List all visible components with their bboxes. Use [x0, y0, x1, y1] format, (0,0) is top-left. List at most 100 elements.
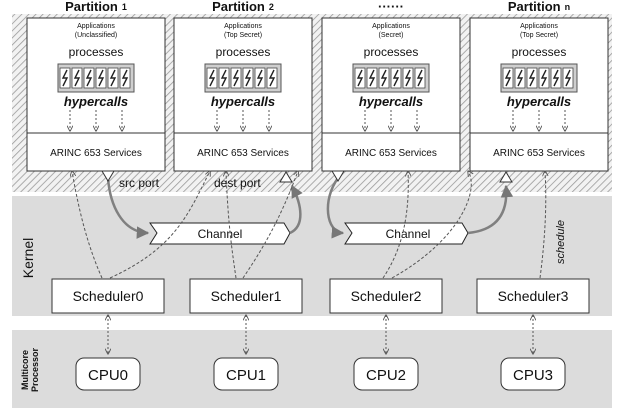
processor-layer-label-line2: Processor — [30, 347, 40, 392]
hypercalls-label-3: hypercalls — [507, 94, 571, 109]
schedule-line-3 — [539, 171, 546, 279]
app-label-line2-2: (Secret) — [379, 32, 404, 39]
partition-box-1 — [173, 17, 313, 172]
process-thread-icon — [354, 67, 366, 89]
cpu-box-3 — [500, 357, 566, 391]
cpu-label-2: CPU2 — [366, 367, 406, 384]
process-thread-icon — [206, 67, 218, 89]
partition3-to-channel-2-arrow — [326, 177, 345, 239]
app-label-line1-3: Applications — [520, 23, 558, 30]
process-thread-icon — [538, 67, 550, 89]
kernel-layer-label: Kernel — [20, 238, 36, 278]
process-thread-icon — [83, 67, 95, 89]
process-thread-icon — [71, 67, 83, 89]
scheduler-box-3 — [476, 278, 590, 314]
partition-box-0 — [26, 17, 166, 172]
app-label-line2-3: (Top Secret) — [520, 32, 558, 39]
app-label-line1-0: Applications — [77, 23, 115, 30]
channel-2-label: Channel — [386, 227, 431, 241]
cpu-label-0: CPU0 — [88, 367, 128, 384]
process-thread-icon — [514, 67, 526, 89]
channel-2-to-partitionn-arrow — [467, 184, 514, 235]
partition-title-3: Partition n — [508, 0, 570, 14]
arinc-services-label-1: ARINC 653 Services — [197, 148, 289, 159]
scheduler-box-2 — [329, 278, 443, 314]
processes-label-2: processes — [364, 45, 419, 59]
scheduler-box-1 — [189, 278, 303, 314]
process-thread-icon — [218, 67, 230, 89]
partition-index-1: 2 — [269, 2, 274, 12]
app-label-line2-0: (Unclassified) — [75, 32, 117, 39]
partition-box-3 — [469, 17, 609, 172]
schedule-line-1 — [242, 171, 298, 279]
process-thread-icon — [562, 67, 574, 89]
process-thread-icon — [254, 67, 266, 89]
process-thread-icon — [266, 67, 278, 89]
scheduler-label-2: Scheduler2 — [351, 288, 422, 304]
partition3-port-marker — [331, 170, 345, 182]
schedule-line-1b — [226, 171, 237, 279]
process-thread-icon — [242, 67, 254, 89]
scheduler-label-0: Scheduler0 — [73, 288, 144, 304]
process-thread-icon — [390, 67, 402, 89]
process-thread-icon — [59, 67, 71, 89]
cpu-box-2 — [353, 357, 419, 391]
schedule-line-2 — [382, 171, 408, 279]
partition-index-3: n — [565, 2, 571, 12]
partition-name-1: Partition — [212, 0, 265, 14]
src-port-marker — [101, 170, 115, 182]
partition-index-0: 1 — [122, 2, 127, 12]
src-port-label: src port — [119, 176, 160, 190]
process-thread-icon — [366, 67, 378, 89]
processes-label-0: processes — [69, 45, 124, 59]
arinc-services-label-0: ARINC 653 Services — [50, 148, 142, 159]
cpu-label-1: CPU1 — [226, 367, 266, 384]
app-label-line2-1: (Top Secret) — [224, 32, 262, 39]
scheduler-label-3: Scheduler3 — [498, 288, 569, 304]
cpu-label-3: CPU3 — [513, 367, 553, 384]
arinc-services-label-3: ARINC 653 Services — [493, 148, 585, 159]
dest-port-marker — [279, 171, 293, 183]
dest-port-label: dest port — [214, 176, 261, 190]
process-thread-icon — [119, 67, 131, 89]
schedule-line-0b — [72, 171, 103, 279]
src-port-to-channel-1-arrow — [106, 177, 150, 239]
cpu-box-1 — [213, 357, 279, 391]
partition-title-2: ······ — [378, 0, 404, 14]
hypercalls-label-1: hypercalls — [211, 94, 275, 109]
app-label-line1-1: Applications — [224, 23, 262, 30]
channel-2-shape — [344, 222, 469, 245]
channel-1-shape — [149, 222, 291, 245]
hypercalls-label-2: hypercalls — [359, 94, 423, 109]
scheduler-box-0 — [51, 278, 165, 314]
schedule-line-0 — [109, 171, 210, 279]
scheduler-label-1: Scheduler1 — [211, 288, 282, 304]
partition-title-0: Partition 1 — [65, 0, 127, 14]
partition-name-3: Partition — [508, 0, 561, 14]
schedule-line-2b — [391, 171, 471, 279]
partition-name-0: Partition — [65, 0, 118, 14]
process-thread-icon — [526, 67, 538, 89]
process-thread-icon — [230, 67, 242, 89]
channel-1-to-dest-port-arrow — [289, 184, 303, 235]
partitionn-port-marker — [499, 171, 513, 183]
process-thread-icon — [378, 67, 390, 89]
process-thread-icon — [414, 67, 426, 89]
processor-layer-label-line1: Multicore — [20, 350, 30, 390]
process-thread-icon — [95, 67, 107, 89]
processes-label-3: processes — [512, 45, 567, 59]
processes-label-1: processes — [216, 45, 271, 59]
partition-name-2: ······ — [378, 0, 404, 14]
schedule-label: schedule — [555, 220, 567, 264]
arinc-services-label-2: ARINC 653 Services — [345, 148, 437, 159]
process-thread-icon — [550, 67, 562, 89]
partition-title-1: Partition 2 — [212, 0, 274, 14]
hypercalls-label-0: hypercalls — [64, 94, 128, 109]
process-thread-icon — [402, 67, 414, 89]
channel-1-label: Channel — [198, 227, 243, 241]
process-thread-icon — [502, 67, 514, 89]
cpu-box-0 — [75, 357, 141, 391]
process-thread-icon — [107, 67, 119, 89]
partition-box-2 — [321, 17, 461, 172]
